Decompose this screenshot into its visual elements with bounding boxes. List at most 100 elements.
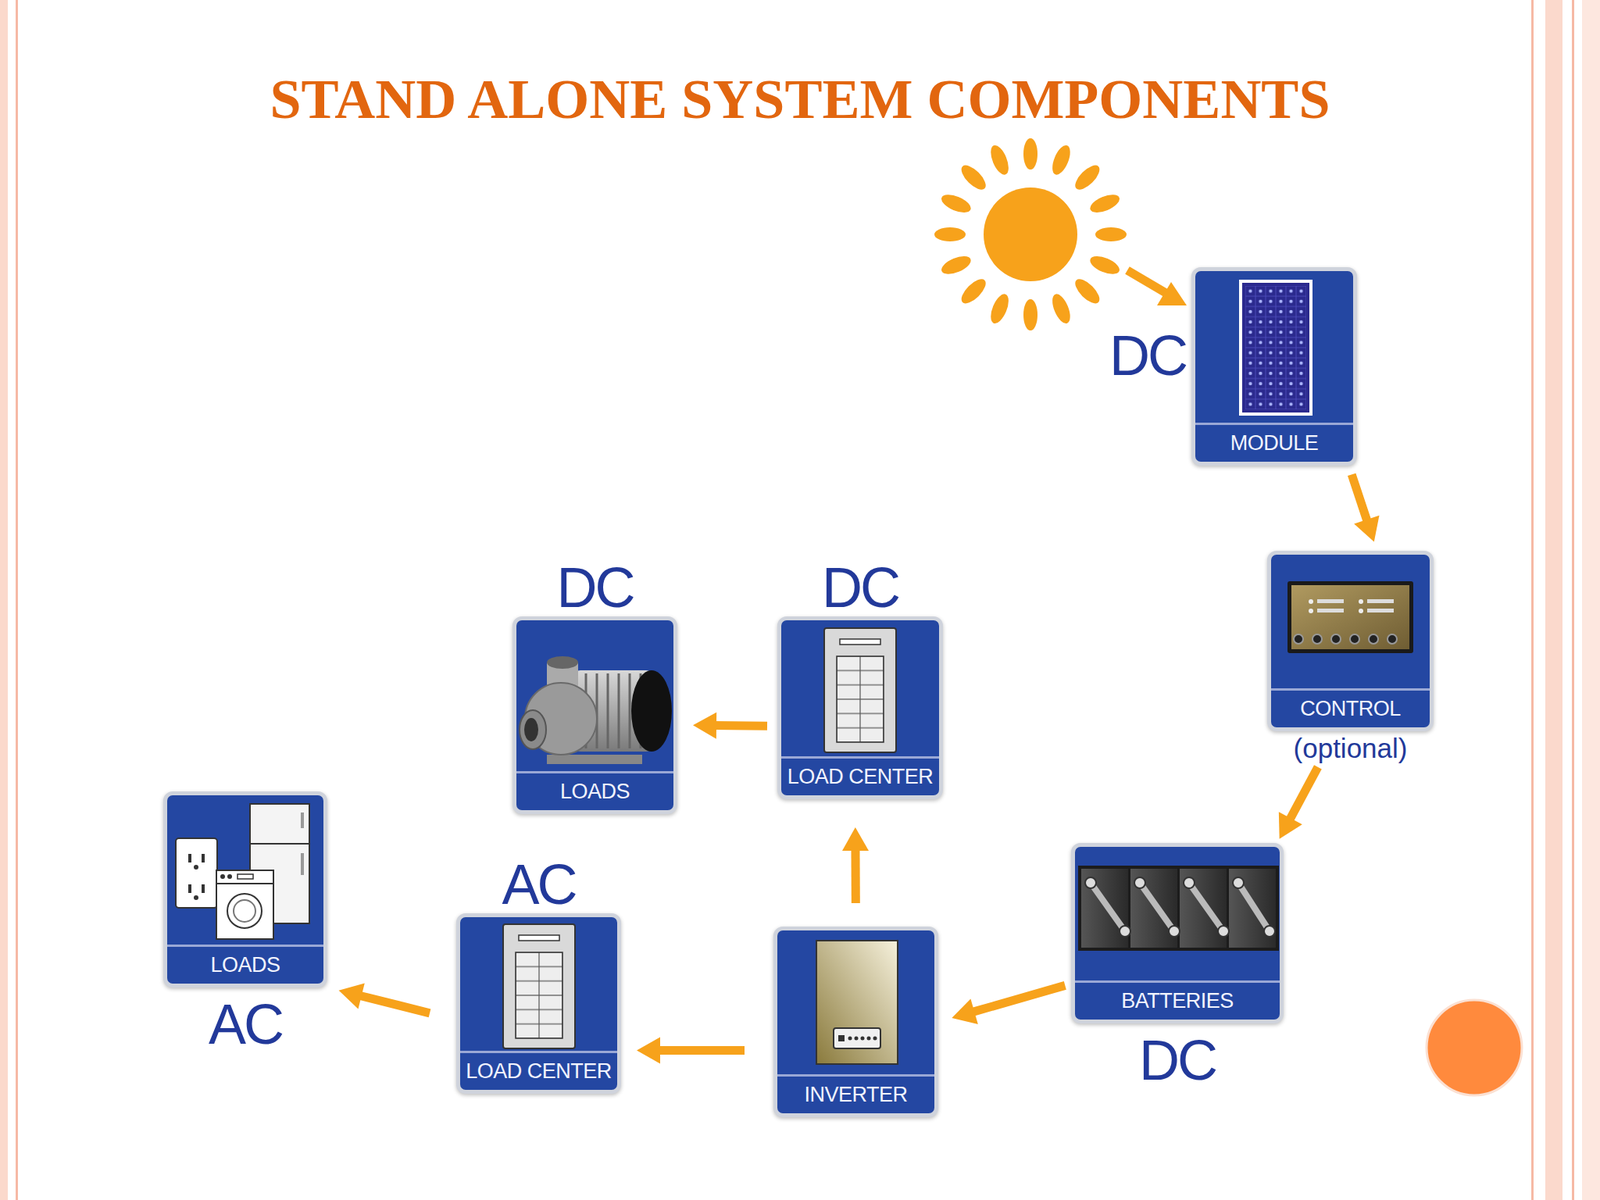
panel-slot — [518, 935, 560, 941]
component-box: ACLOAD CENTER — [456, 913, 622, 1094]
panel-cells — [1245, 285, 1307, 410]
component-label: CONTROL — [1271, 688, 1430, 728]
controller-bar — [1367, 599, 1394, 604]
controller-bar — [1317, 599, 1344, 604]
panel-breakers — [515, 952, 563, 1039]
arrow-head — [339, 982, 365, 1009]
pump-volute — [525, 682, 597, 755]
arrow-shaft — [1351, 474, 1368, 524]
right-stripe — [1582, 0, 1600, 1200]
inverter-icon — [816, 940, 898, 1065]
battery-cell — [1179, 868, 1227, 948]
pump-icon — [519, 656, 672, 765]
component-label: MODULE — [1195, 422, 1354, 462]
right-stripe — [1545, 0, 1563, 1200]
flow-arrow — [339, 982, 430, 1013]
current-type-label: DC — [1139, 1032, 1216, 1089]
outlet-sockets — [188, 853, 205, 900]
current-type-label: DC — [821, 559, 899, 616]
battery-cell — [1130, 868, 1178, 948]
load-center-icon — [503, 924, 575, 1049]
appliances-icon — [175, 803, 310, 940]
washer-panel — [216, 882, 274, 885]
battery-posts — [1085, 877, 1275, 937]
battery-cables — [1090, 882, 1270, 932]
arrow-shaft — [711, 721, 768, 731]
sun — [934, 138, 1127, 331]
solar-panel-icon — [1240, 281, 1311, 415]
panel-case — [503, 924, 575, 1049]
battery-cell — [1228, 868, 1276, 948]
washer — [216, 870, 274, 940]
pump-base — [546, 754, 643, 765]
motor-fins — [585, 673, 641, 749]
arrow-head — [1278, 811, 1303, 839]
arrow-shaft — [969, 985, 1065, 1013]
flow-arrow — [636, 1037, 745, 1065]
flow-arrow — [951, 985, 1065, 1025]
current-type-label: AC — [208, 996, 283, 1053]
washer-door — [227, 893, 262, 929]
right-line — [1531, 0, 1534, 1200]
battery-cell — [1081, 868, 1129, 948]
sun-rays — [934, 138, 1127, 331]
arrow-shaft — [357, 994, 430, 1013]
battery-bank-icon — [1078, 865, 1279, 951]
inverter-case — [816, 940, 898, 1065]
component-label: LOAD CENTER — [781, 756, 940, 796]
flow-arrow — [1278, 767, 1318, 840]
outlet-plate — [175, 838, 218, 908]
sun-arrow — [1127, 270, 1187, 306]
flow-arrow — [842, 827, 869, 904]
controller-bar — [1317, 608, 1344, 613]
battery-frame — [1078, 865, 1279, 951]
controller-led — [1308, 599, 1314, 604]
fridge-handle — [300, 812, 304, 829]
current-type-label: AC — [501, 856, 575, 913]
fridge — [250, 803, 310, 924]
component-box: DCMODULE — [1191, 267, 1358, 466]
panel-case — [824, 628, 897, 753]
panel-slot — [839, 639, 881, 645]
inverter-buttons — [838, 1035, 878, 1042]
pump-outlet — [546, 662, 579, 686]
flow-arrow — [692, 712, 768, 740]
current-type-label: DC — [1109, 327, 1186, 384]
controller-terminals — [1293, 634, 1397, 644]
controller-bar — [1367, 608, 1394, 613]
arrow-head — [1353, 515, 1379, 543]
arrow-head — [636, 1037, 661, 1065]
component-label: LOAD CENTER — [460, 1050, 618, 1090]
arrow-head — [951, 998, 979, 1025]
controller-face — [1291, 585, 1410, 650]
left-stripe — [0, 0, 8, 1200]
component-label: BATTERIES — [1075, 980, 1280, 1020]
right-line — [1571, 0, 1575, 1200]
arrow-shaft — [655, 1046, 745, 1055]
pump-inlet — [519, 710, 547, 750]
inlet-opening — [524, 717, 539, 742]
arrow-head — [692, 712, 717, 740]
component-label: INVERTER — [777, 1074, 935, 1114]
fridge-handle — [300, 853, 304, 875]
component-box: DCLOADS — [512, 616, 678, 815]
component-box: DCLOAD CENTER — [777, 616, 943, 800]
slide-title: STAND ALONE SYSTEM COMPONENTS — [0, 68, 1600, 131]
current-type-label: DC — [557, 559, 634, 616]
arrow-shaft — [1288, 767, 1318, 823]
arrow-head — [842, 827, 869, 851]
panel-breakers — [836, 656, 884, 743]
panel-frame — [1240, 281, 1311, 415]
washer-drum — [233, 900, 256, 922]
charge-controller-icon — [1287, 581, 1414, 654]
left-line — [15, 0, 18, 1200]
component-box: INVERTER — [773, 926, 939, 1118]
controller-case — [1287, 581, 1414, 654]
fridge-divider — [250, 842, 310, 845]
decor-circle — [1426, 1000, 1522, 1096]
load-center-icon — [824, 628, 897, 753]
arrow-shaft — [1127, 270, 1168, 294]
component-box: CONTROL(optional) — [1267, 550, 1434, 732]
